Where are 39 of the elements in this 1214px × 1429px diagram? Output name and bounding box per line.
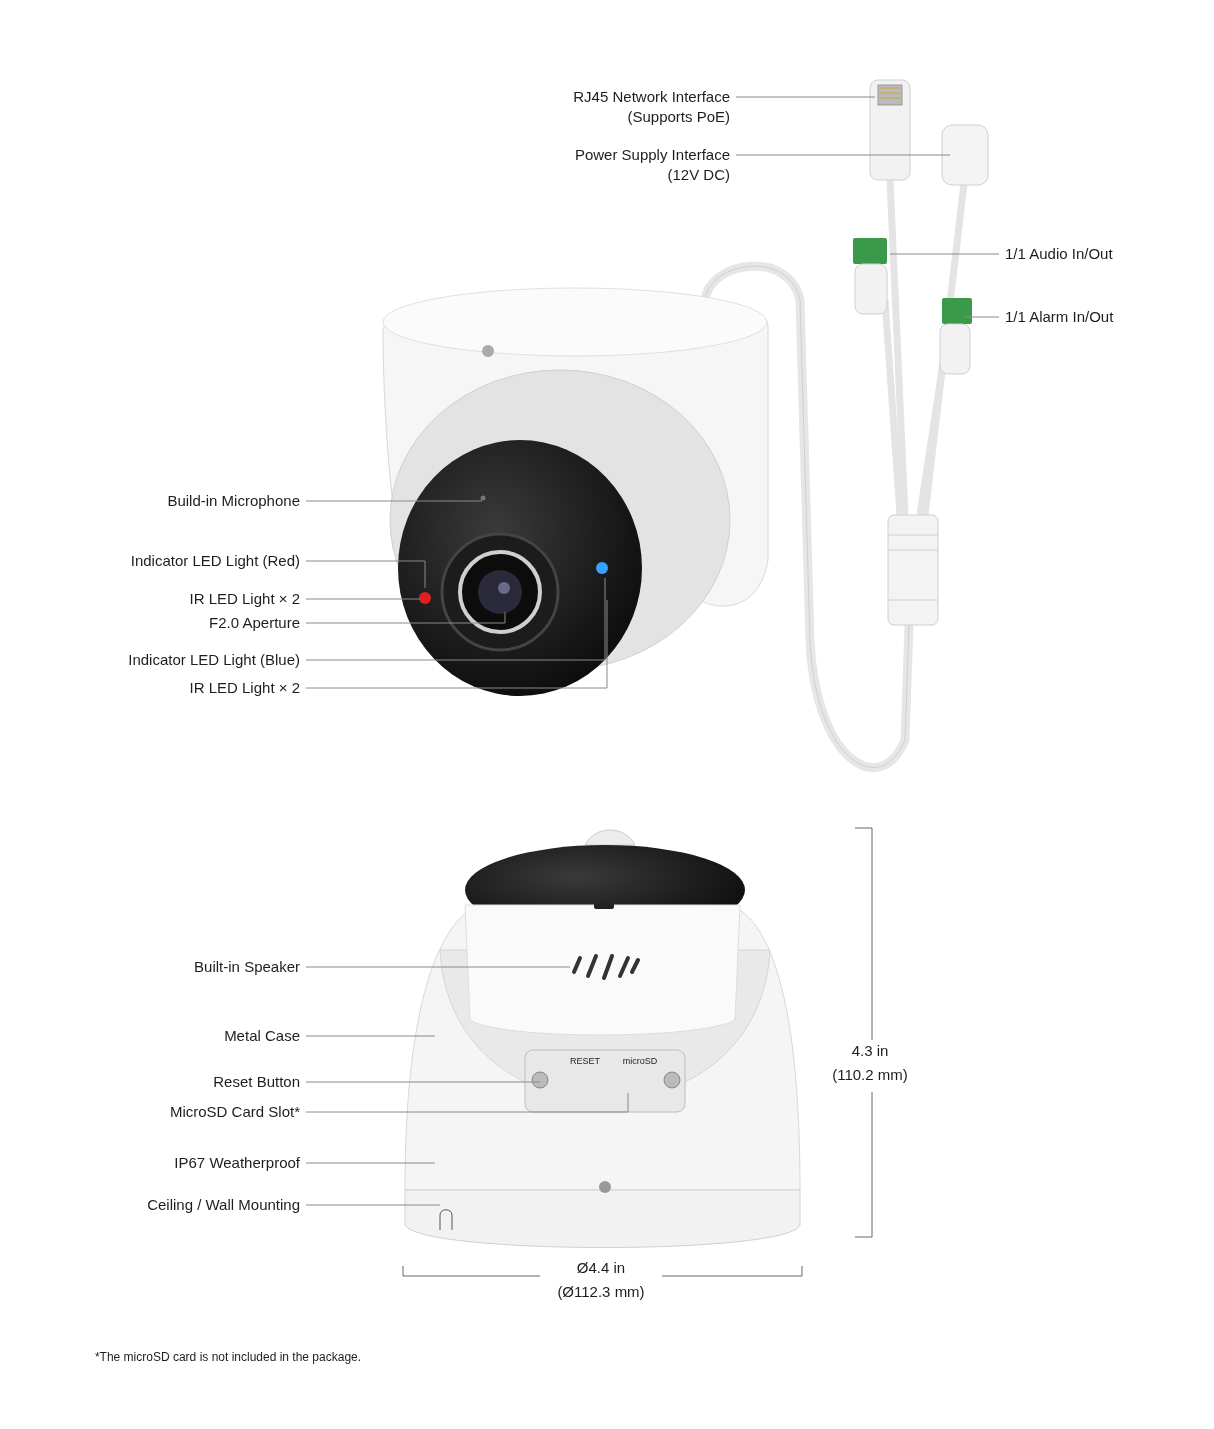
leader-line [305, 599, 608, 689]
part-label: Metal Case [224, 1026, 300, 1046]
leader-line [305, 1035, 436, 1037]
part-label: IP67 Weatherproof [174, 1153, 300, 1173]
leader-line [735, 96, 876, 98]
leader-line [889, 253, 1000, 255]
leader-line [305, 1204, 441, 1206]
device-marking: microSD [622, 1056, 658, 1066]
part-label: MicroSD Card Slot* [169, 1102, 300, 1122]
dimension-label: (110.2 mm) [832, 1066, 908, 1083]
dimension-label: 4.3 in [851, 1042, 889, 1059]
leader-line [305, 1162, 436, 1164]
dimension-label: (Ø112.3 mm) [557, 1283, 645, 1300]
leader-line [305, 577, 606, 661]
part-label: 1/1 Alarm In/Out [1005, 307, 1114, 327]
part-label: Build-in Microphone [167, 491, 300, 511]
dimension-label: Ø4.4 in [576, 1259, 626, 1276]
part-label: 1/1 Audio In/Out [1005, 244, 1113, 264]
part-label: Built-in Speaker [194, 957, 300, 977]
leader-line [305, 966, 571, 968]
part-label: Indicator LED Light (Blue) [128, 650, 300, 670]
part-label: Indicator LED Light (Red) [130, 551, 300, 571]
footnote: *The microSD card is not included in the package. [94, 1350, 362, 1364]
part-label: IR LED Light × 2 [189, 678, 300, 698]
leader-line [305, 598, 421, 600]
part-label: F2.0 Aperture [209, 613, 300, 633]
part-label: Reset Button [213, 1072, 300, 1092]
leader-line [305, 560, 426, 589]
leader-line [305, 500, 483, 502]
device-marking: RESET [570, 1056, 600, 1066]
leader-line [305, 611, 506, 624]
part-label: Ceiling / Wall Mounting [147, 1195, 300, 1215]
leader-line [305, 1081, 541, 1083]
part-label: RJ45 Network Interface (Supports PoE) [572, 87, 730, 127]
leader-line [964, 316, 1000, 318]
leader-line [735, 154, 951, 156]
part-label: Power Supply Interface (12V DC) [573, 145, 730, 185]
part-label: IR LED Light × 2 [189, 589, 300, 609]
leader-line [305, 1092, 629, 1113]
